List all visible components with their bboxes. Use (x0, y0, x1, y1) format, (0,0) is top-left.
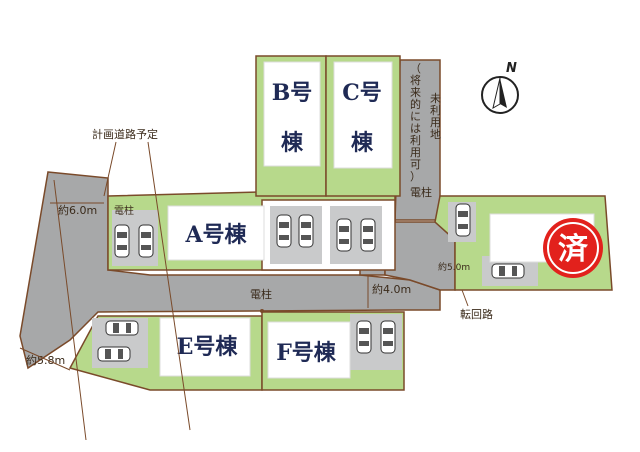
car-icon (356, 320, 372, 354)
svg-text:将: 将 (410, 74, 421, 87)
leader-line (103, 141, 117, 197)
house-f (267, 321, 351, 379)
svg-text:未: 未 (430, 92, 441, 105)
car-icon (276, 214, 292, 248)
building-f-label: F号棟 (276, 340, 337, 366)
utility-pole-label: 電柱 (250, 287, 272, 301)
svg-text:利: 利 (430, 104, 441, 117)
car-icon (97, 346, 131, 362)
building-e-label: E号棟 (177, 334, 239, 360)
building-b-label-line1: B号 (272, 80, 313, 106)
car-icon (298, 214, 314, 248)
car-icon (336, 218, 352, 252)
car-icon (105, 320, 139, 336)
house-b (263, 61, 321, 167)
building-a-label: A号棟 (184, 222, 247, 248)
planned-road-label: 計画道路予定 (92, 127, 158, 141)
width-5-label: 約5.0m (438, 261, 470, 273)
utility-pole-label: 電柱 (114, 204, 134, 217)
svg-text:利: 利 (410, 134, 421, 147)
svg-text:用: 用 (410, 146, 421, 159)
width-6-label: 約6.0m (58, 203, 97, 217)
planned-road-line (147, 141, 191, 431)
future-use-label: （ 将 来 的 に は 利 用 可 ） (410, 62, 421, 183)
planned-road-line (53, 179, 87, 441)
svg-text:は: は (410, 122, 421, 135)
utility-pole-label: 電柱 (410, 185, 432, 199)
svg-text:（: （ (410, 62, 421, 75)
compass-ring (481, 76, 519, 114)
svg-text:地: 地 (430, 128, 441, 141)
svg-text:に: に (410, 110, 421, 123)
car-icon (455, 203, 471, 237)
car-icon (491, 263, 525, 279)
unused-land-label: 未 利 用 地 (430, 92, 441, 141)
compass-needle (500, 78, 507, 108)
house-a (167, 205, 265, 261)
car-icon (138, 224, 154, 258)
building-c-label-line2: 棟 (351, 130, 374, 156)
north-label: N (506, 61, 517, 76)
utility-pole-marker (260, 309, 264, 313)
svg-text:的: 的 (410, 97, 421, 111)
building-c-label-line1: C号 (342, 80, 382, 106)
svg-text:用: 用 (430, 116, 441, 129)
compass: N (481, 61, 519, 114)
car-icon (380, 320, 396, 354)
sold-badge-text: 済 (558, 232, 589, 267)
svg-text:）: ） (410, 170, 421, 183)
svg-text:可: 可 (410, 158, 421, 171)
dimension-line (19, 347, 71, 371)
svg-text:来: 来 (410, 86, 421, 99)
leader-line (461, 289, 469, 307)
sold-badge: 済 (543, 218, 603, 278)
building-b-label-line2: 棟 (281, 130, 304, 156)
house-c (333, 61, 393, 169)
turnaround-label: 転回路 (460, 308, 493, 321)
car-icon (360, 218, 376, 252)
width-4-label: 約4.0m (372, 282, 411, 296)
compass-needle-shadow (492, 77, 501, 110)
car-icon (114, 224, 130, 258)
